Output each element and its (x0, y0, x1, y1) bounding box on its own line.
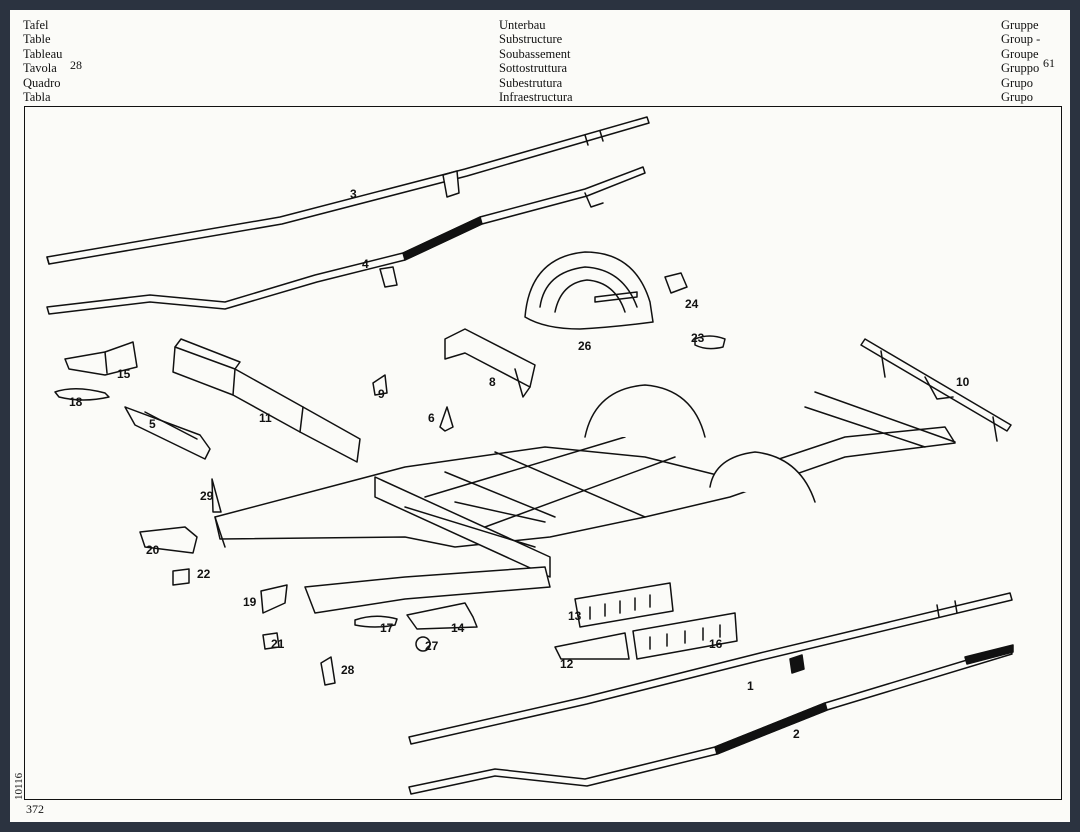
part-13-slotted-panel (574, 582, 674, 628)
callout-20: 20 (146, 543, 160, 557)
page-number: 372 (26, 802, 44, 816)
callout-17: 17 (380, 621, 394, 635)
header-section-titles: Unterbau Substructure Soubassement Sotto… (499, 18, 573, 104)
part-lower-rail (304, 566, 551, 614)
title-fr: Soubassement (499, 46, 571, 61)
header-table-labels: Tafel Table Tableau Tavola Quadro Tabla (23, 18, 62, 104)
part-9-clip (372, 374, 388, 396)
label-gruppo: Gruppo (1001, 61, 1040, 76)
callout-2: 2 (793, 727, 800, 741)
label-tabla: Tabla (23, 90, 51, 105)
part-22-cup (172, 568, 190, 586)
callout-12: 12 (560, 657, 574, 671)
callout-14: 14 (451, 621, 465, 635)
callout-18: 18 (69, 395, 83, 409)
part-1-frame-rail (408, 592, 1013, 745)
group-number: 61 (1043, 56, 1055, 70)
callout-29: 29 (200, 489, 214, 503)
label-groupe: Groupe (1001, 46, 1039, 61)
label-grupo-pt: Grupo (1001, 75, 1033, 90)
callout-19: 19 (243, 595, 257, 609)
callout-16: 16 (709, 637, 723, 651)
part-21-cup (262, 632, 280, 650)
callout-27: 27 (425, 639, 439, 653)
callout-9: 9 (378, 387, 385, 401)
title-it: Sottostruttura (499, 61, 568, 76)
part-29-strip (211, 478, 222, 513)
header-group-labels: Gruppe Group - Groupe Gruppo Grupo Grupo (1001, 18, 1040, 104)
part-26-wheel-housing (524, 251, 654, 330)
callout-5: 5 (149, 417, 156, 431)
part-15-bracket (64, 341, 138, 376)
label-tafel: Tafel (23, 18, 49, 32)
table-number: 28 (70, 58, 82, 72)
part-2-frame-rail (408, 644, 1014, 795)
label-group: Group - (1001, 32, 1041, 47)
part-20-bracket (139, 526, 198, 554)
part-8-crossmember-mount (444, 328, 536, 398)
part-11-side-member (172, 338, 361, 463)
title-pt: Subestrutura (499, 75, 563, 90)
label-quadro: Quadro (23, 75, 61, 90)
callout-24: 24 (685, 297, 699, 311)
label-grupo-es: Grupo (1001, 90, 1033, 105)
callout-28: 28 (341, 663, 355, 677)
part-5-bracket (124, 406, 211, 460)
part-27-bushing (415, 636, 431, 652)
callout-26: 26 (578, 339, 592, 353)
part-12-plate (554, 632, 630, 660)
catalog-page: Tafel Table Tableau Tavola Quadro Tabla … (10, 10, 1070, 822)
callout-8: 8 (489, 375, 496, 389)
part-23-bracket (694, 335, 726, 350)
part-6-clip (439, 406, 454, 432)
part-28-strip (320, 656, 336, 686)
part-19-bracket (260, 584, 288, 614)
substructure-exploded-drawing (46, 116, 1014, 795)
part-18-plate (54, 388, 110, 401)
label-tableau: Tableau (23, 46, 63, 61)
callout-15: 15 (117, 367, 131, 381)
title-es: Infraestructura (499, 90, 573, 105)
callout-22: 22 (197, 567, 211, 581)
label-tavola: Tavola (23, 61, 57, 76)
exploded-diagram-frame: 3 4 24 26 23 15 18 8 9 10 11 6 5 29 20 2… (24, 106, 1062, 800)
callout-10: 10 (956, 375, 970, 389)
label-table: Table (23, 32, 51, 47)
title-en: Substructure (499, 32, 563, 47)
part-14-panel (406, 602, 478, 630)
label-gruppe: Gruppe (1001, 18, 1039, 32)
callout-1: 1 (747, 679, 754, 693)
part-16-slotted-panel (632, 612, 738, 660)
part-3-frame-rail (46, 116, 650, 265)
callout-11: 11 (259, 411, 272, 425)
document-number: 10116 (13, 772, 25, 800)
central-chassis-assembly (214, 384, 956, 578)
part-17-plate (354, 615, 398, 628)
title-de: Unterbau (499, 18, 546, 32)
callout-23: 23 (691, 331, 705, 345)
callout-3: 3 (350, 187, 357, 201)
part-4-frame-rail (46, 166, 646, 315)
callout-6: 6 (428, 411, 435, 425)
part-10-rear-crossmember (860, 338, 1012, 442)
callout-13: 13 (568, 609, 582, 623)
part-24-bracket (664, 272, 688, 294)
callout-4: 4 (362, 257, 369, 271)
callout-21: 21 (271, 637, 285, 651)
